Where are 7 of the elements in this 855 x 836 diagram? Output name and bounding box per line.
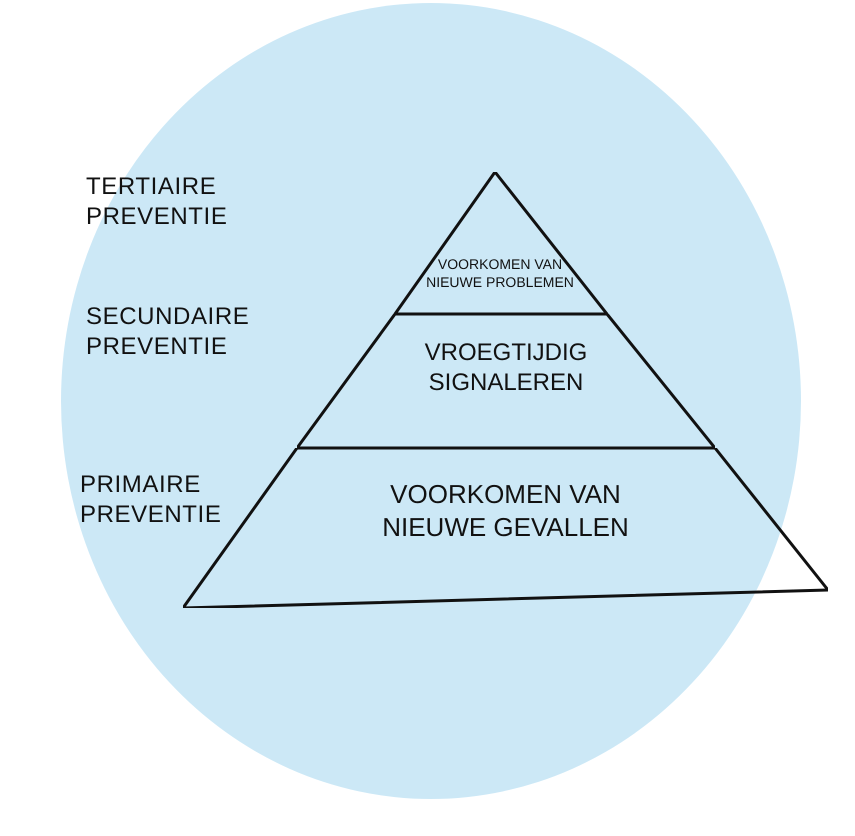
prevention-label: PRIMAIRE PREVENTIE <box>80 470 222 530</box>
level-label: VROEGTIJDIG SIGNALEREN <box>424 338 588 398</box>
pyramid-level <box>297 314 715 448</box>
prevention-label: TERTIAIRE PREVENTIE <box>86 172 228 232</box>
level-label: VOORKOMEN VAN NIEUWE GEVALLEN <box>381 478 630 543</box>
prevention-label: SECUNDAIRE PREVENTIE <box>86 302 250 362</box>
level-label: VOORKOMEN VAN NIEUWE PROBLEMEN <box>425 256 575 291</box>
